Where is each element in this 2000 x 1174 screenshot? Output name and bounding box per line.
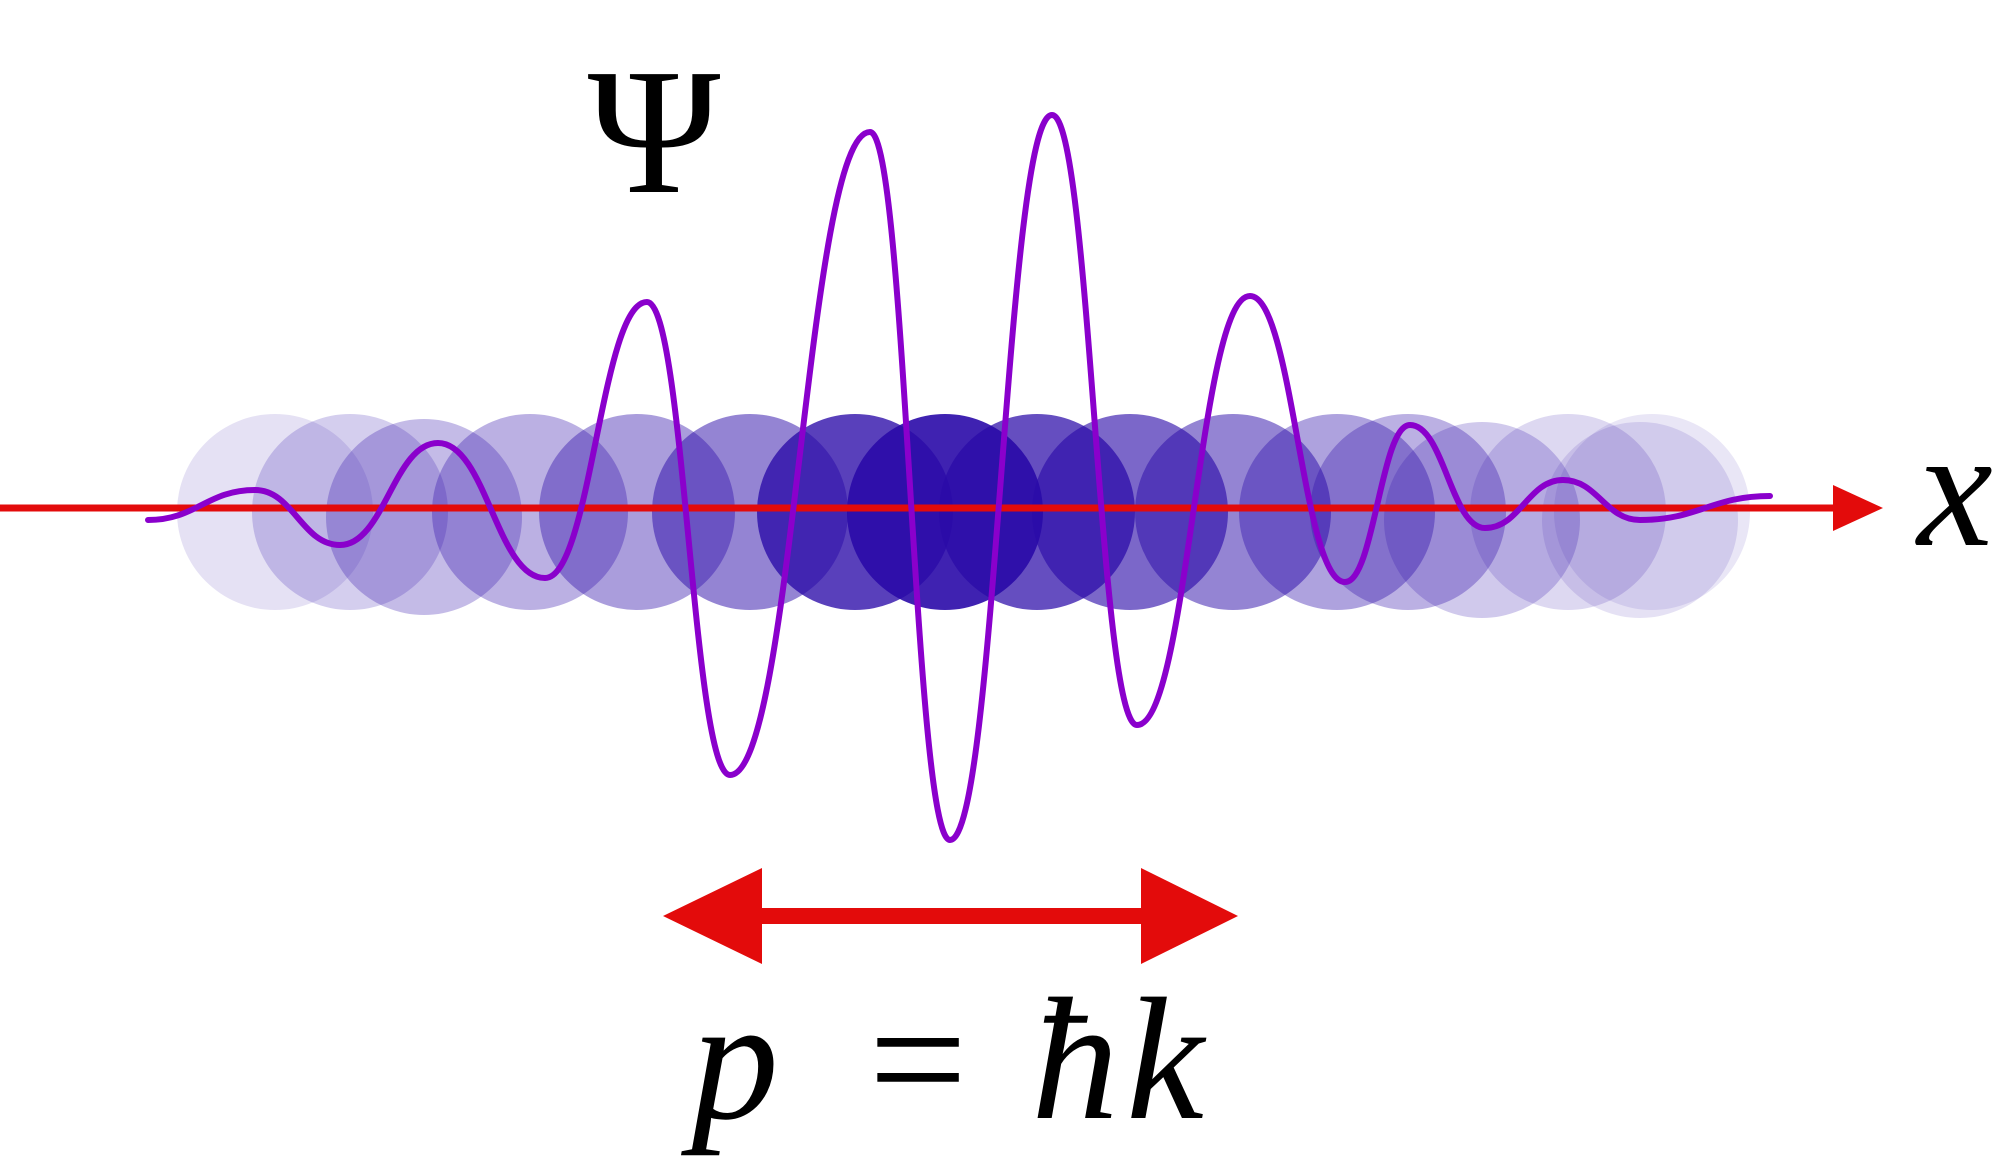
equation-k: k [1126,962,1207,1156]
equation-hbar: ħ [1031,962,1119,1156]
x-axis-label: x [1914,394,1992,582]
equation-p: p [680,962,779,1156]
x-axis-arrowhead [1833,485,1883,531]
momentum-arrowhead-left [663,868,762,964]
particle-disc [252,414,448,610]
particle-disc [1554,414,1750,610]
particle-cloud [177,414,1750,618]
particle-disc [1470,414,1666,610]
particle-disc [1384,422,1580,618]
particle-disc [432,414,628,610]
particle-disc [177,414,373,610]
momentum-arrow [663,868,1238,964]
equation-equals: = [869,962,968,1156]
momentum-arrowhead-right [1141,868,1238,964]
momentum-equation: p = ħ k [680,962,1207,1156]
psi-label: Ψ [588,32,721,231]
wavefunction-curve [145,112,1773,843]
